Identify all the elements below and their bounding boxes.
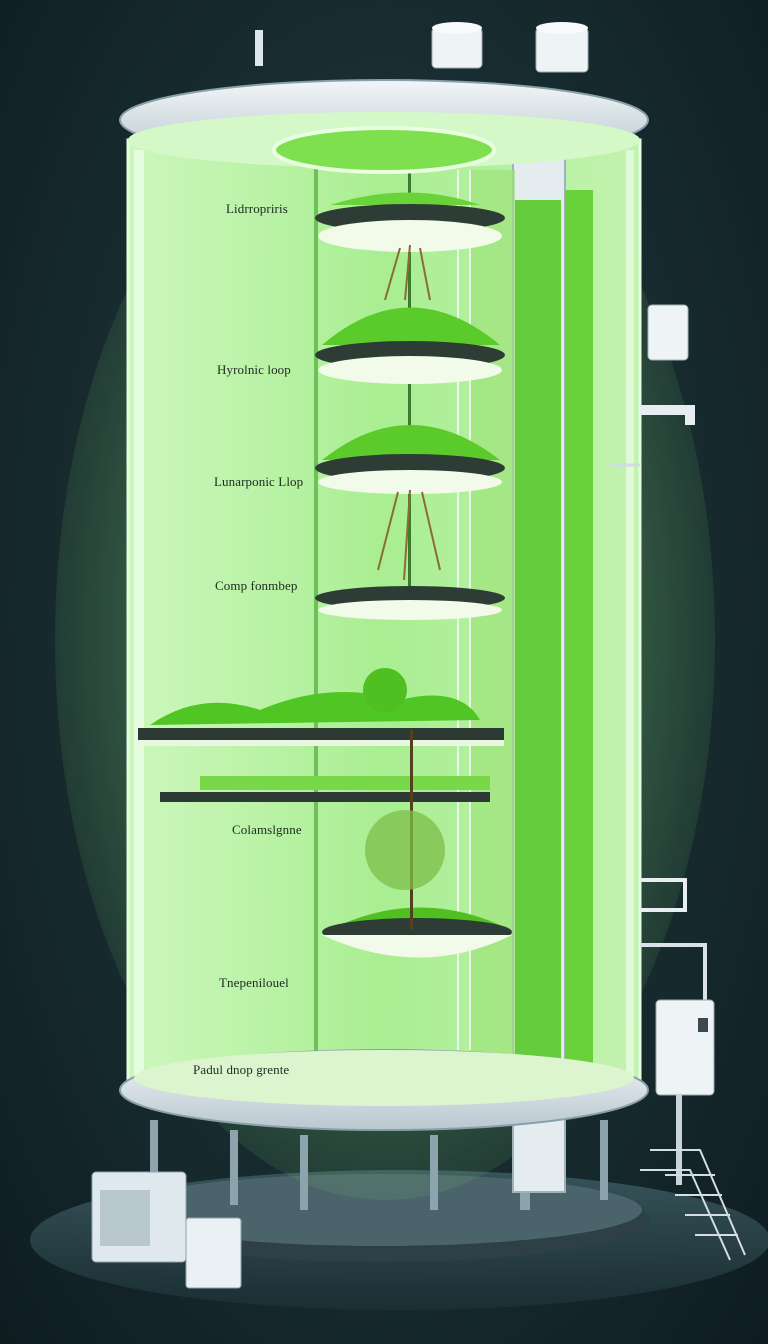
plant-trays xyxy=(138,192,512,958)
control-box xyxy=(655,999,715,1096)
plant-column-front xyxy=(515,200,561,1070)
pipe-tank xyxy=(647,304,689,361)
label-colamslgnne: Colamslgnne xyxy=(232,822,302,837)
label-padul-dnop-grente: Padul dnop grente xyxy=(193,1062,290,1077)
label-tnepenilouel: Tnepenilouel xyxy=(219,975,289,990)
label-hyrolnic-loop: Hyrolnic loop xyxy=(217,362,291,377)
center-rod xyxy=(314,120,318,1110)
label-lunarponic-llop: Lunarponic Llop xyxy=(214,474,304,489)
stairs xyxy=(640,1149,746,1261)
top-skylight xyxy=(272,126,496,174)
antenna xyxy=(255,30,263,66)
water-pipe xyxy=(640,405,695,425)
ac-unit xyxy=(91,1171,242,1289)
plant-column-back xyxy=(565,190,593,1070)
top-tank-right xyxy=(535,27,589,73)
label-lidrropriris: Lidrropriris xyxy=(226,201,288,216)
label-comp-fonmbep: Comp fonmbep xyxy=(215,578,298,593)
